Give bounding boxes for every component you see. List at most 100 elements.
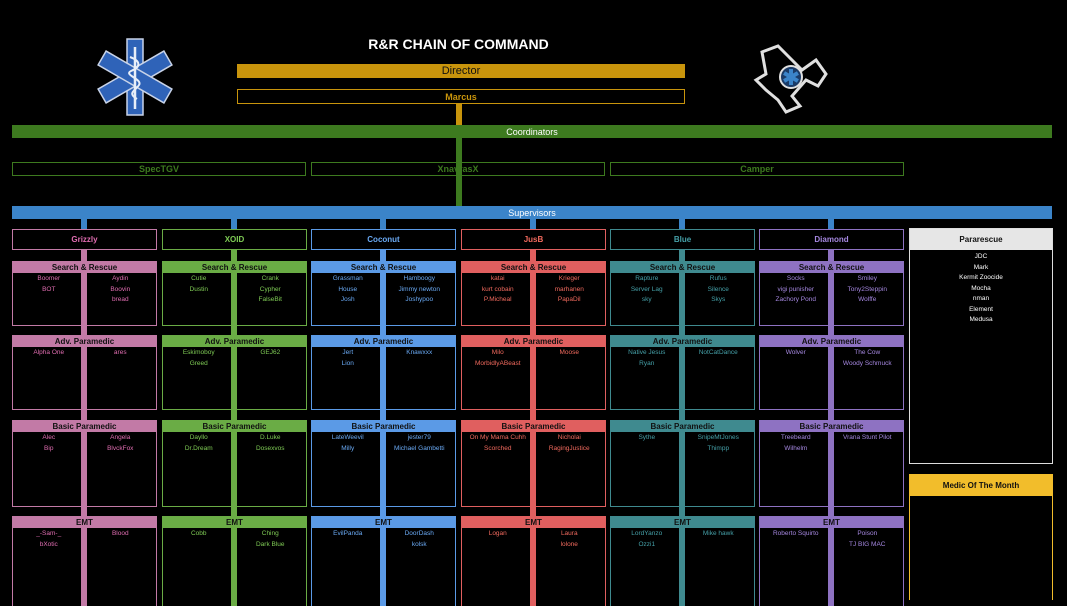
member-name: GEJ62 — [260, 349, 281, 356]
member-name: ares — [113, 349, 127, 356]
member-name: BlvckFox — [107, 444, 134, 452]
member-name: Thimpp — [707, 444, 730, 452]
member-name: MorbidlyABeast — [474, 359, 521, 367]
member-column-left: EvilPanda — [312, 529, 384, 550]
member-name: Dr.Dream — [184, 444, 213, 452]
member-name: Alec — [42, 434, 56, 441]
member-name: _-Sam-_ — [36, 530, 62, 537]
member-name: vigi punisher — [777, 285, 815, 293]
section-connector — [679, 347, 685, 409]
member-name: On My Mama Cuhh — [469, 434, 526, 441]
member-name: kurt cobain — [481, 285, 514, 293]
section-connector — [828, 528, 834, 606]
member-name: Michael Gambetti — [393, 444, 445, 452]
pararescue-member: Kermit Zoocide — [959, 274, 1003, 281]
member-name: Treebeard — [780, 434, 811, 441]
member-name: Ozzi1 — [638, 540, 656, 548]
section-connector — [81, 273, 87, 325]
member-name: Josh — [340, 296, 355, 303]
section-connector — [380, 432, 386, 506]
member-name: Native Jesus — [628, 349, 666, 356]
section-connector — [380, 528, 386, 606]
member-name: Boovin — [110, 285, 131, 293]
section-connector — [828, 432, 834, 506]
member-name: Roberto Squirto — [772, 530, 819, 537]
member-name: BOT — [42, 285, 56, 293]
rank-header: Basic Paramedic — [760, 421, 903, 432]
member-column-right: Mike hawk — [683, 529, 755, 550]
member-name: House — [338, 285, 358, 293]
member-name: DoorDash — [404, 530, 434, 537]
coordinator-box: XnavrasX — [311, 162, 605, 176]
member-name: Silence — [707, 285, 729, 293]
wrench-star-of-life-icon — [752, 40, 830, 114]
rank-header: Basic Paramedic — [611, 421, 754, 432]
section-connector — [231, 432, 237, 506]
member-name: Cypher — [259, 285, 281, 293]
member-name: Skys — [711, 296, 726, 303]
supervisor-box: Blue — [610, 229, 755, 250]
member-name: Ryan — [639, 359, 655, 367]
section-connector — [679, 273, 685, 325]
member-name: Smiley — [857, 275, 877, 282]
rank-header: EMT — [611, 517, 754, 528]
rank-header: EMT — [163, 517, 306, 528]
section-connector — [380, 347, 386, 409]
member-name: The Cow — [854, 349, 881, 356]
section-connector — [530, 273, 536, 325]
member-name: Boomer — [37, 275, 61, 282]
rank-header: Basic Paramedic — [312, 421, 455, 432]
member-column-left: Logan — [462, 529, 534, 550]
member-name: Cutie — [191, 275, 207, 282]
pararescue-member: Element — [969, 305, 993, 313]
member-name: Knawxxx — [406, 349, 433, 356]
member-name: Logan — [488, 530, 507, 537]
rank-header: Search & Rescue — [312, 262, 455, 273]
pararescue-header: Pararescue — [910, 229, 1052, 250]
member-name: Vrana Stunt Pilot — [842, 434, 892, 441]
page-title: R&R CHAIN OF COMMAND — [368, 36, 549, 52]
member-column-right: NotCatDance — [683, 348, 755, 369]
director-name-box: Marcus — [237, 89, 685, 104]
section-connector — [231, 347, 237, 409]
director-connector — [456, 104, 462, 125]
member-column-right: ares — [85, 348, 157, 359]
rank-header: Adv. Paramedic — [13, 336, 156, 347]
member-name: Moose — [559, 349, 579, 356]
supervisor-box: Diamond — [759, 229, 904, 250]
member-name: Dosexvos — [255, 444, 285, 452]
